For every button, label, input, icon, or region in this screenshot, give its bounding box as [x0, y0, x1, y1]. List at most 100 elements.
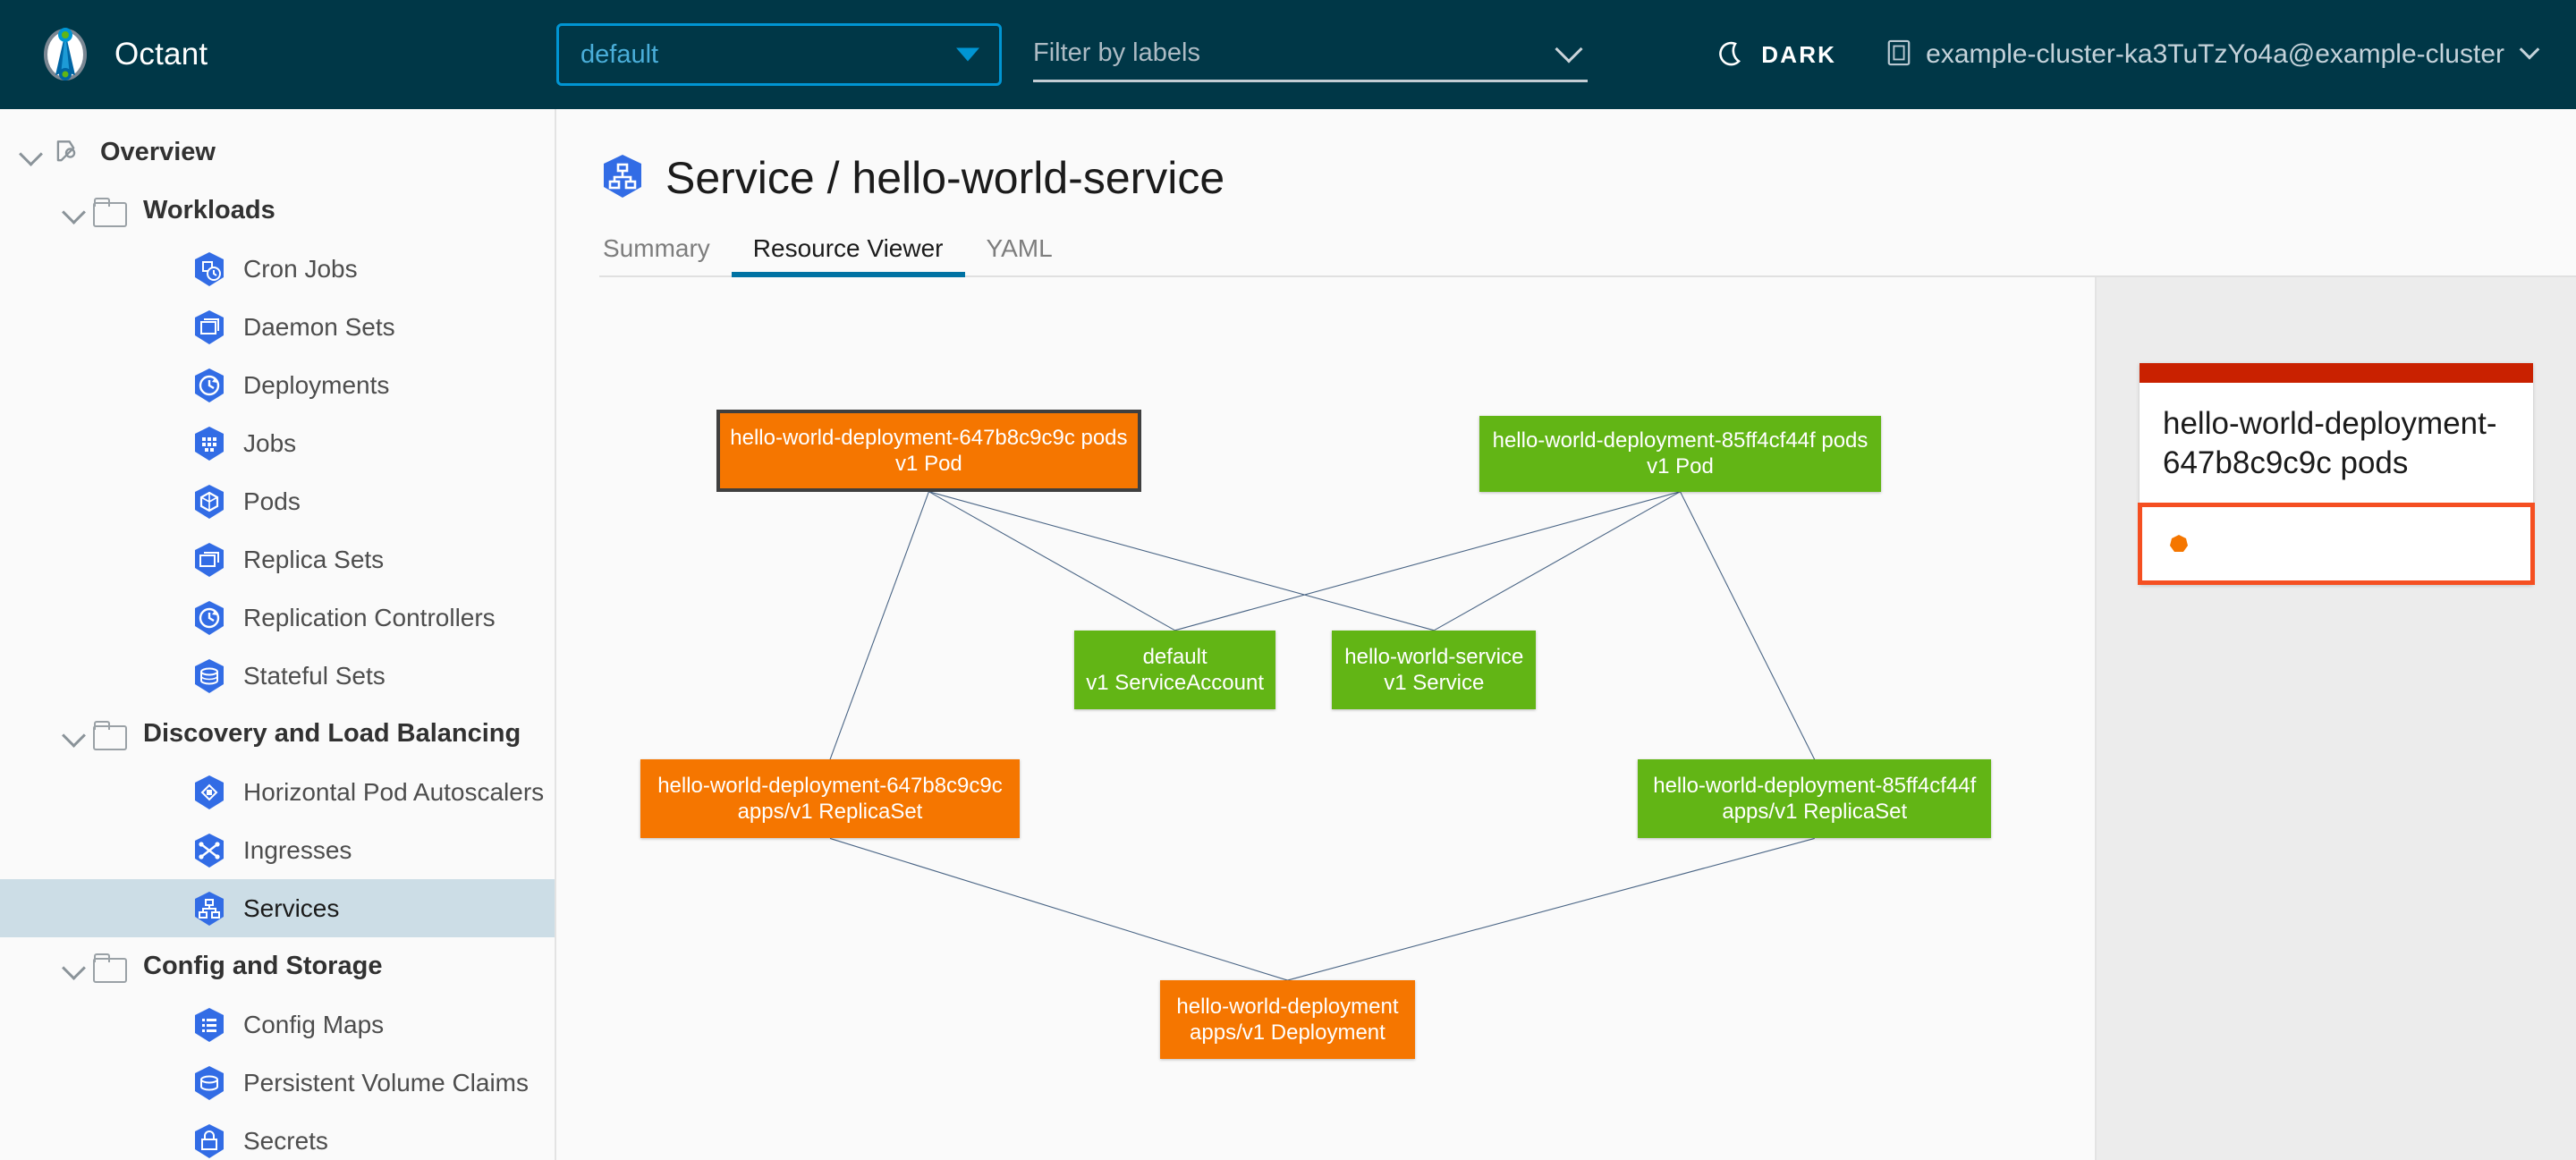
page-header: Service / hello-world-service Summary Res… — [556, 109, 2576, 277]
sidebar-item-replication-controllers[interactable]: Replication Controllers — [0, 588, 555, 647]
main-content: Service / hello-world-service Summary Res… — [556, 109, 2576, 1160]
replicaset-icon — [190, 540, 229, 580]
sidebar-item-label: Discovery and Load Balancing — [143, 719, 521, 748]
sidebar-item-label: Pods — [243, 487, 301, 515]
sidebar-item-discovery-and-load-balancing[interactable]: Discovery and Load Balancing — [0, 705, 555, 763]
sidebar-item-label: Stateful Sets — [243, 661, 386, 690]
sidebar-item-label: Daemon Sets — [243, 312, 395, 341]
sidebar-item-persistent-volume-claims[interactable]: Persistent Volume Claims — [0, 1054, 555, 1112]
chevron-down-icon[interactable] — [59, 719, 89, 749]
tab-bar: Summary Resource Viewer YAML — [599, 234, 2576, 277]
graph-edge — [1287, 838, 1814, 980]
graph-edge — [830, 492, 928, 760]
status-dot-icon — [2169, 534, 2189, 554]
graph-edge — [830, 838, 1287, 980]
detail-title: hello-world-deployment-647b8c9c9c pods — [2163, 406, 2497, 481]
sidebar-item-label: Replication Controllers — [243, 603, 496, 631]
sidebar-item-ingresses[interactable]: Ingresses — [0, 821, 555, 879]
secret-icon — [190, 1122, 229, 1160]
sidebar-item-deployments[interactable]: Deployments — [0, 356, 555, 414]
sidebar-item-label: Horizontal Pod Autoscalers — [243, 777, 545, 806]
deployment-icon — [190, 366, 229, 405]
chevron-down-icon — [1555, 35, 1583, 64]
sidebar-item-daemon-sets[interactable]: Daemon Sets — [0, 298, 555, 356]
folder-icon — [89, 191, 129, 231]
tab-resource-viewer[interactable]: Resource Viewer — [731, 234, 965, 277]
theme-label: DARK — [1761, 40, 1837, 68]
theme-toggle-button[interactable]: DARK — [1716, 39, 1836, 70]
folder-icon — [93, 953, 127, 983]
graph-edge — [1681, 492, 1815, 760]
graph-node-name: hello-world-deployment-85ff4cf44f — [1653, 774, 1977, 799]
sidebar-item-label: Services — [243, 893, 340, 922]
graph-edge — [1175, 492, 1681, 631]
configmap-icon — [190, 1005, 229, 1045]
sidebar-item-services[interactable]: Services — [0, 879, 555, 937]
graph-node-kind: v1 ServiceAccount — [1086, 670, 1264, 695]
app-header: Octant default Filter by labels DARK — [0, 0, 2576, 109]
service-icon — [190, 889, 229, 928]
sidebar-item-config-and-storage[interactable]: Config and Storage — [0, 937, 555, 995]
sidebar-item-workloads[interactable]: Workloads — [0, 182, 555, 240]
header-right: DARK example-cluster-ka3TuTzYo4a@example… — [1716, 38, 2542, 72]
cronjob-icon — [190, 250, 229, 289]
sidebar-item-replica-sets[interactable]: Replica Sets — [0, 530, 555, 588]
replicationcontroller-icon — [190, 598, 229, 638]
graph-node-kind: apps/v1 ReplicaSet — [737, 800, 923, 825]
brand[interactable]: Octant — [38, 27, 556, 82]
sidebar-item-overview[interactable]: Overview — [0, 123, 555, 182]
sidebar-item-label: Config Maps — [243, 1010, 385, 1038]
sidebar-item-stateful-sets[interactable]: Stateful Sets — [0, 647, 555, 705]
graph-edge — [928, 492, 1174, 631]
sidebar-item-horizontal-pod-autoscalers[interactable]: Horizontal Pod Autoscalers — [0, 763, 555, 821]
folder-icon — [93, 197, 127, 227]
statefulset-icon — [190, 656, 229, 696]
chevron-down-icon[interactable] — [59, 952, 89, 982]
tab-yaml[interactable]: YAML — [986, 234, 1053, 262]
graph-node-kind: v1 Service — [1384, 670, 1485, 695]
moon-icon — [1716, 39, 1747, 70]
sidebar-item-config-maps[interactable]: Config Maps — [0, 995, 555, 1054]
sidebar-item-jobs[interactable]: Jobs — [0, 414, 555, 472]
resource-viewer: hello-world-deployment-647b8c9c9c pods v1… — [556, 277, 2576, 1160]
chevron-down-icon[interactable] — [59, 196, 89, 226]
detail-card[interactable]: hello-world-deployment-647b8c9c9c pods — [2138, 363, 2535, 586]
graph-node-name: hello-world-deployment-85ff4cf44f pods — [1492, 428, 1868, 453]
sidebar-item-label: Replica Sets — [243, 545, 385, 573]
namespace-value: default — [580, 39, 659, 69]
octant-logo-icon — [38, 27, 93, 82]
page-title: Service / hello-world-service — [599, 152, 2576, 204]
sidebar-item-pods[interactable]: Pods — [0, 472, 555, 530]
sidebar-item-label: Jobs — [243, 428, 297, 457]
tab-summary[interactable]: Summary — [603, 234, 710, 262]
graph-node-name: hello-world-deployment — [1176, 994, 1399, 1019]
chevron-down-icon[interactable] — [16, 138, 47, 168]
detail-panel: hello-world-deployment-647b8c9c9c pods — [2095, 277, 2576, 1160]
detail-status-bar — [2140, 363, 2533, 383]
namespace-selector[interactable]: default — [556, 23, 1002, 86]
hpa-icon — [190, 773, 229, 812]
graph-node-kind: v1 Pod — [895, 451, 962, 476]
sidebar-item-cron-jobs[interactable]: Cron Jobs — [0, 240, 555, 298]
graph-node-kind: v1 Pod — [1647, 454, 1714, 479]
folder-icon — [93, 720, 127, 750]
label-filter-input[interactable]: Filter by labels — [1033, 27, 1588, 82]
cluster-icon — [1886, 38, 1911, 72]
detail-status-box[interactable] — [2138, 503, 2535, 586]
cluster-selector[interactable]: example-cluster-ka3TuTzYo4a@example-clus… — [1886, 38, 2542, 72]
graph-node-kind: apps/v1 ReplicaSet — [1722, 800, 1908, 825]
pod-icon — [190, 482, 229, 521]
graph-edge — [1434, 492, 1680, 631]
sidebar-item-secrets[interactable]: Secrets — [0, 1112, 555, 1160]
sidebar-item-label: Deployments — [243, 370, 390, 399]
graph-node-kind: apps/v1 Deployment — [1190, 1020, 1385, 1046]
